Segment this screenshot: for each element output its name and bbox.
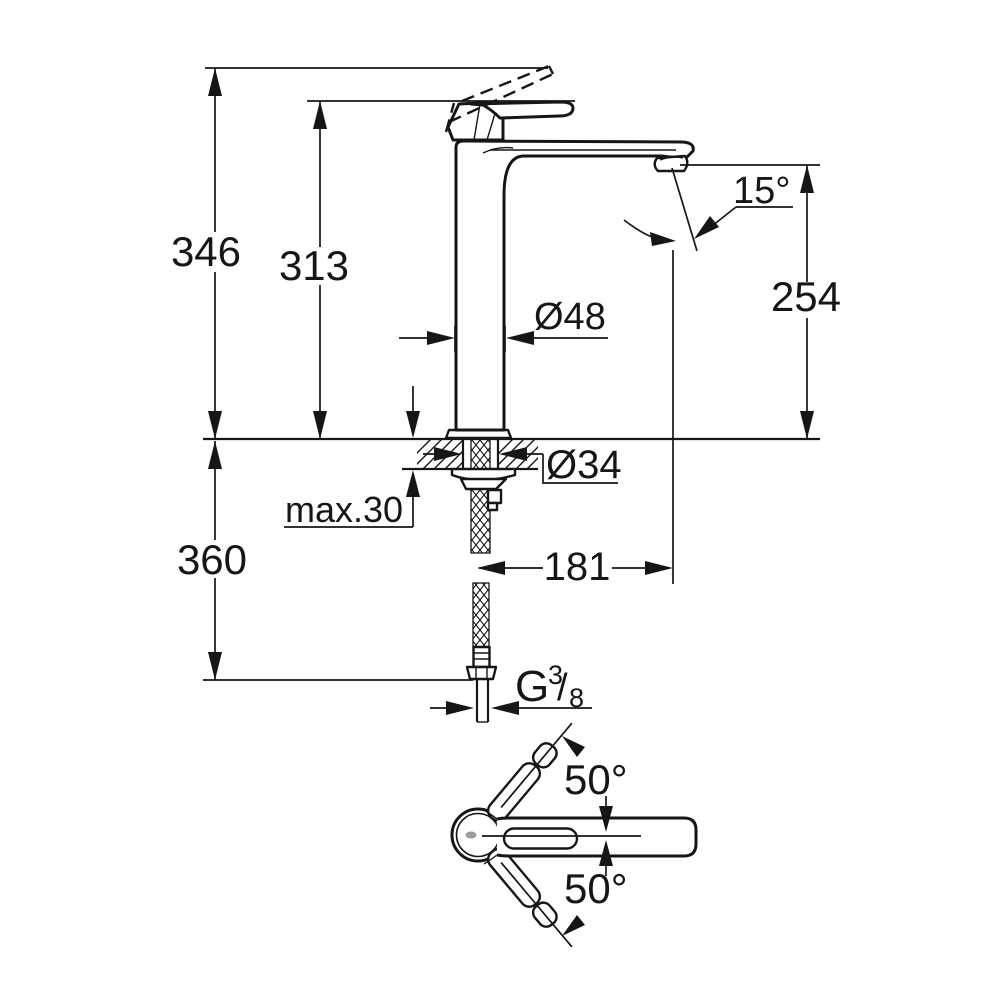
front-view: 346 313 254 360 <box>167 64 841 723</box>
lever-raised-phantom <box>444 64 555 133</box>
handle-position-up <box>486 722 573 823</box>
hose-hex-nut <box>465 665 498 681</box>
dim-thread-size: G 3 / 8 <box>430 660 592 715</box>
brand-logo-mark <box>465 831 477 839</box>
aerator-detail <box>659 156 684 161</box>
secure-fitting-step <box>486 501 499 512</box>
body-outline <box>454 139 695 432</box>
lever-handle <box>469 100 575 120</box>
shank-tube-edges <box>461 440 500 468</box>
outlet-angle-line <box>671 167 698 252</box>
mounting-nut <box>459 477 508 491</box>
dim-shank-diameter: Ø34 <box>423 443 622 487</box>
dim-spout-top-height: 313 <box>277 100 575 439</box>
dim-label-313: 313 <box>279 242 349 289</box>
dim-label-15deg: 15° <box>733 170 790 212</box>
connection-tube <box>475 679 490 722</box>
dim-outlet-height: 254 <box>680 164 841 439</box>
dim-label-254: 254 <box>771 273 841 320</box>
axis-line-down <box>500 862 573 948</box>
shank-and-hose <box>450 436 517 723</box>
dim-swing-down: 50° <box>562 840 628 936</box>
aerator <box>653 154 689 173</box>
dim-label-max30: max.30 <box>285 489 403 530</box>
flex-hose <box>472 582 490 648</box>
hex-facets <box>475 668 488 678</box>
dim-label-181: 181 <box>544 545 611 589</box>
junction-fillets <box>483 809 498 865</box>
top-view-handle-swing: 50° 50° <box>450 722 698 948</box>
dim-label-d48: Ø48 <box>534 296 606 338</box>
handle-position-down <box>486 847 573 948</box>
dim-hose-length: 360 <box>177 441 473 681</box>
ferrule-lines <box>474 652 490 660</box>
thread-denominator: 8 <box>569 683 584 713</box>
handle-neutral <box>465 809 698 865</box>
dim-swing-up: 50° <box>562 736 628 832</box>
thread-slash: / <box>557 667 568 709</box>
dim-max-deck-thickness: max.30 <box>284 386 420 530</box>
base-plate <box>444 428 513 440</box>
dim-label-50deg-down: 50° <box>564 865 628 912</box>
secure-fitting <box>486 488 503 505</box>
thread-prefix: G <box>515 662 549 711</box>
dim-outlet-angle: 15° <box>623 167 793 252</box>
faucet-body <box>444 64 695 440</box>
dim-label-360: 360 <box>177 536 247 583</box>
dim-overall-height: 346 <box>167 67 548 439</box>
dim-projection: 181 <box>477 250 674 589</box>
decorative-arc <box>482 146 514 154</box>
handle-slot <box>502 827 579 850</box>
hose-ferrule <box>472 645 491 669</box>
dim-label-50deg-up: 50° <box>564 756 628 803</box>
axis-line-up <box>500 722 573 808</box>
dim-body-diameter: Ø48 <box>399 296 608 352</box>
dim-label-346: 346 <box>171 228 241 275</box>
thread-numerator: 3 <box>548 660 563 690</box>
dim-label-d34: Ø34 <box>546 443 622 487</box>
